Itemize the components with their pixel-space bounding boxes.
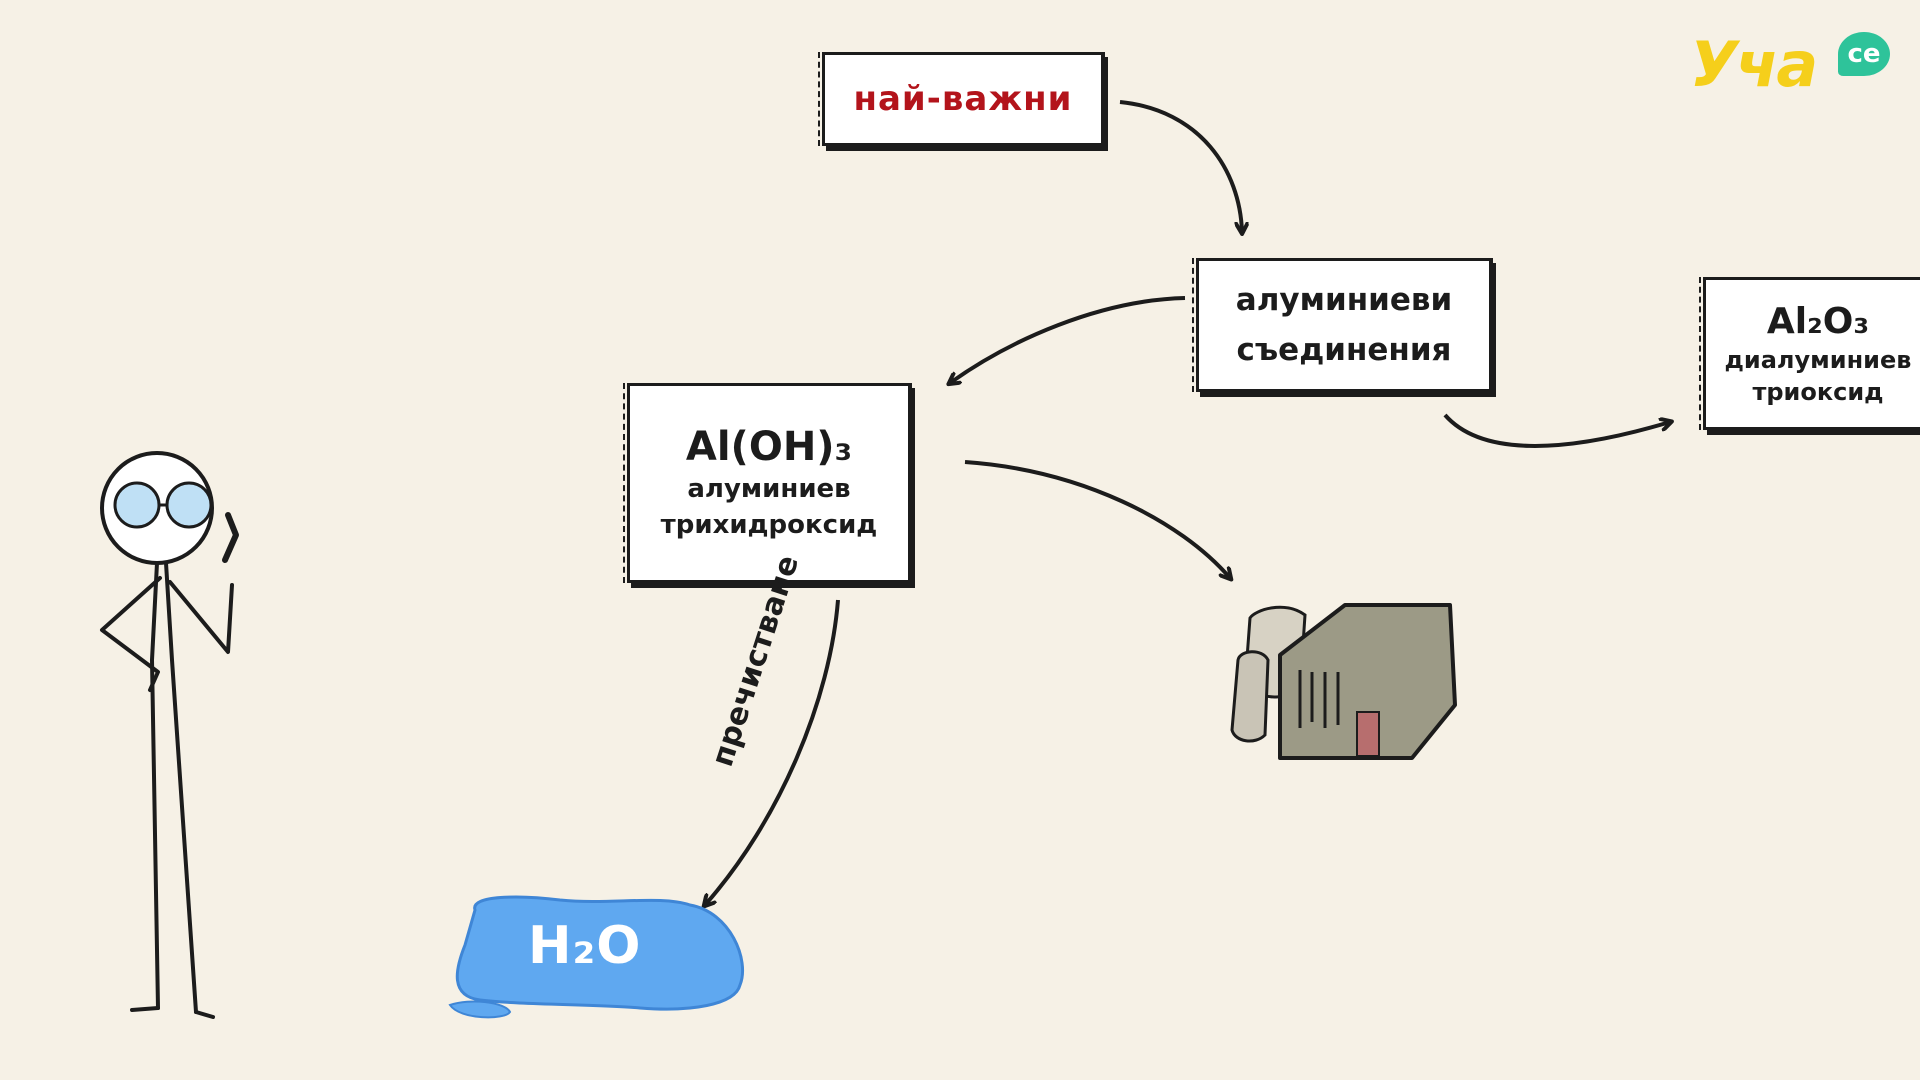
oxide-formula: Al₂O₃: [1766, 300, 1870, 342]
logo-bubble-text: ce: [1847, 39, 1881, 69]
ucha-se-logo[interactable]: Уча ce: [1690, 28, 1890, 108]
arrow-compounds-to-hydroxide: [950, 296, 1186, 383]
compounds-line-2: съединения: [1236, 332, 1452, 368]
hydroxide-name-line-1: алуминиев: [687, 474, 851, 504]
top-tag-label: най-важни: [853, 79, 1073, 119]
aluminium-compounds-box: алуминиеви съединения: [1192, 258, 1493, 392]
stick-figure-icon: [100, 451, 239, 1019]
aluminium-oxide-box: Al₂O₃ диалуминиев триоксид: [1699, 277, 1920, 430]
logo-bubble-icon: ce: [1838, 32, 1890, 76]
water-puddle-icon: [448, 895, 745, 1019]
arrow-tag-to-compounds: [1119, 100, 1242, 232]
logo-text: Уча: [1690, 28, 1818, 101]
oxide-name-line-2: триоксид: [1752, 377, 1884, 406]
compounds-line-1: алуминиеви: [1235, 282, 1453, 318]
hydroxide-name-line-2: трихидроксид: [660, 510, 878, 540]
arrow-compounds-to-oxide: [1443, 413, 1670, 448]
factory-icon: [1230, 603, 1457, 760]
oxide-name-line-1: диалуминиев: [1724, 345, 1912, 374]
water-formula: H₂O: [528, 916, 642, 976]
arrow-hydroxide-to-factory: [964, 460, 1230, 578]
arrow-hydroxide-to-water: [705, 599, 840, 905]
hydroxide-formula: Al(OH)₃: [685, 424, 853, 470]
top-tag-box: най-важни: [818, 52, 1105, 146]
aluminium-hydroxide-box: Al(OH)₃ алуминиев трихидроксид: [623, 383, 912, 583]
